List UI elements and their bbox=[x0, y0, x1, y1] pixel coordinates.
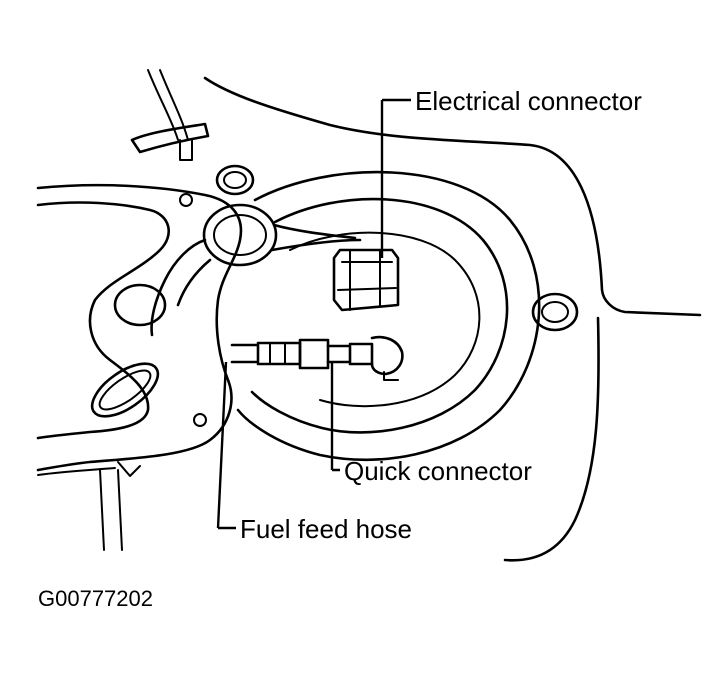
pipe-outlet bbox=[150, 203, 362, 337]
leader-lines bbox=[216, 98, 411, 530]
pump-cap-rings bbox=[236, 170, 541, 462]
label-electrical-connector: Electrical connector bbox=[415, 86, 642, 116]
tank-panel-outline bbox=[203, 76, 702, 562]
vertical-tubes bbox=[99, 461, 141, 551]
mounting-bracket bbox=[36, 183, 243, 476]
label-quick-connector: Quick connector bbox=[344, 456, 532, 486]
wire-harness bbox=[130, 69, 210, 161]
leader-quick-connector bbox=[330, 362, 340, 472]
fuel-line-assembly bbox=[230, 335, 404, 381]
label-fuel-feed-hose: Fuel feed hose bbox=[240, 514, 412, 544]
electrical-connector bbox=[332, 248, 400, 312]
leader-electrical-connector bbox=[380, 98, 411, 258]
grommet-right bbox=[531, 292, 579, 332]
grommet-top bbox=[215, 164, 255, 196]
figure-id: G00777202 bbox=[38, 586, 153, 611]
leader-fuel-feed-hose bbox=[216, 361, 236, 530]
